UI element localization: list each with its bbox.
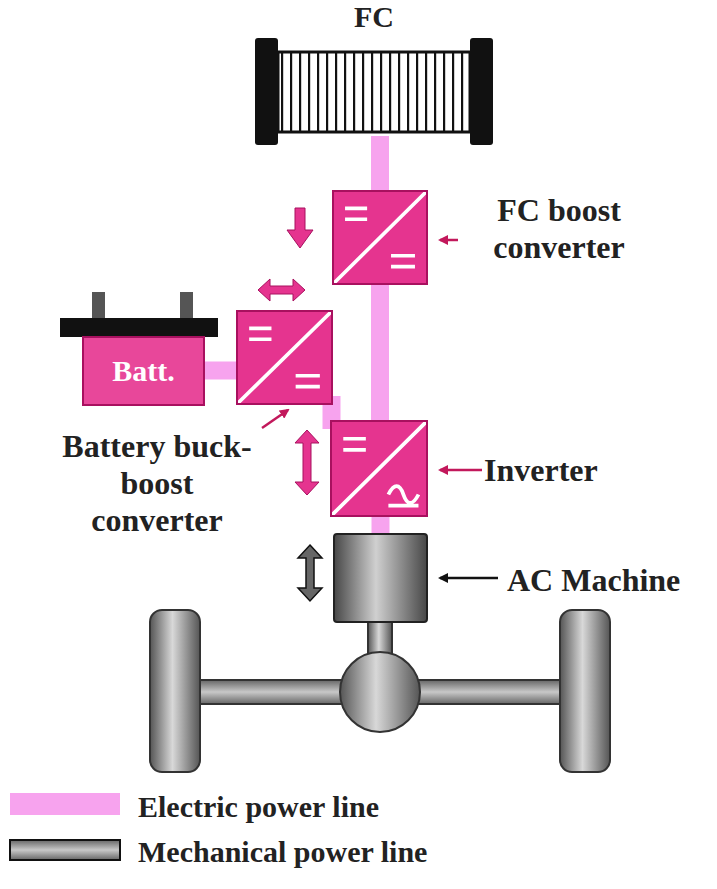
leader-arrow <box>262 410 288 428</box>
inverter: Inverter <box>330 420 428 517</box>
flow-arrow <box>287 208 313 248</box>
fuel-cell-stack <box>255 38 493 145</box>
legend-label: Mechanical power line <box>138 835 427 870</box>
callout-label: FC <box>255 0 493 35</box>
callout-label: Inverter <box>484 452 598 489</box>
battery-terminals <box>60 292 218 337</box>
power-line <box>371 145 389 190</box>
power-line <box>372 517 390 533</box>
power-line <box>323 405 341 420</box>
leader-arrow <box>440 469 482 472</box>
power-line <box>205 362 236 380</box>
flow-arrow <box>295 430 319 495</box>
converter-symbol <box>238 312 331 403</box>
battery: Batt. <box>82 336 205 406</box>
flow-arrow <box>298 545 322 601</box>
node-label: Batt. <box>112 354 175 389</box>
callout-label: Battery buck-boost converter <box>52 428 262 538</box>
drivetrain <box>150 610 610 772</box>
legend-label: Electric power line <box>138 790 379 825</box>
callout-label: AC Machine <box>507 562 680 599</box>
callout-label: FC boost converter <box>454 192 664 266</box>
legend-swatch <box>10 793 120 815</box>
dc-dc-converter: FC boost converter <box>332 190 428 285</box>
flow-arrow <box>258 279 305 301</box>
leader-arrow <box>440 239 458 242</box>
fuel-cell: FC <box>255 38 493 145</box>
converter-symbol <box>334 192 426 283</box>
inverter-symbol <box>332 422 426 515</box>
dc-dc-converter: Battery buck-boost converter <box>236 310 333 405</box>
ac-machine: AC Machine <box>333 533 428 623</box>
power-line <box>371 285 389 420</box>
leader-arrow <box>440 577 498 580</box>
legend-sample <box>10 840 120 860</box>
